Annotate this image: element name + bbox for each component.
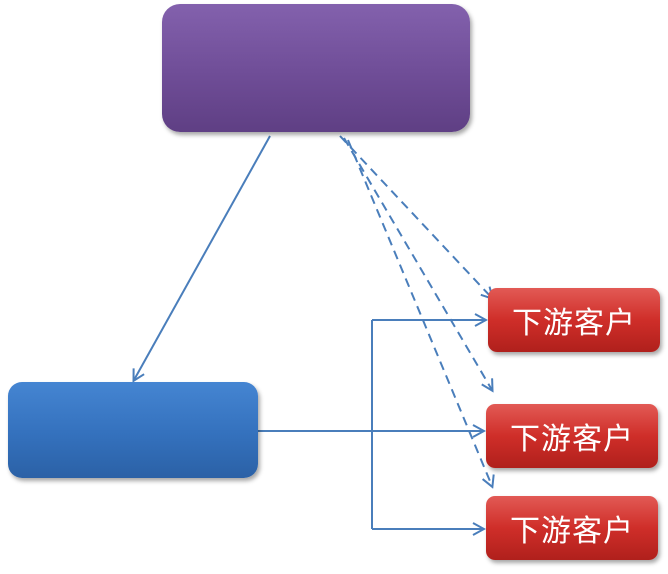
customer-label-3: 下游客户 [510, 514, 634, 549]
arrow-top-to-left [134, 135, 271, 380]
customer-label-2: 下游客户 [510, 422, 634, 457]
customer-node-1: 下游客户 [488, 288, 660, 352]
left-node [8, 382, 258, 478]
dashed-arrow-to-customer-2 [343, 137, 492, 390]
dashed-arrow-to-customer-3 [347, 139, 492, 486]
dashed-arrow-to-customer-1 [339, 135, 492, 298]
top-node [162, 4, 470, 132]
customer-label-1: 下游客户 [512, 306, 636, 341]
customer-node-2: 下游客户 [486, 404, 658, 468]
customer-node-3: 下游客户 [486, 496, 658, 560]
